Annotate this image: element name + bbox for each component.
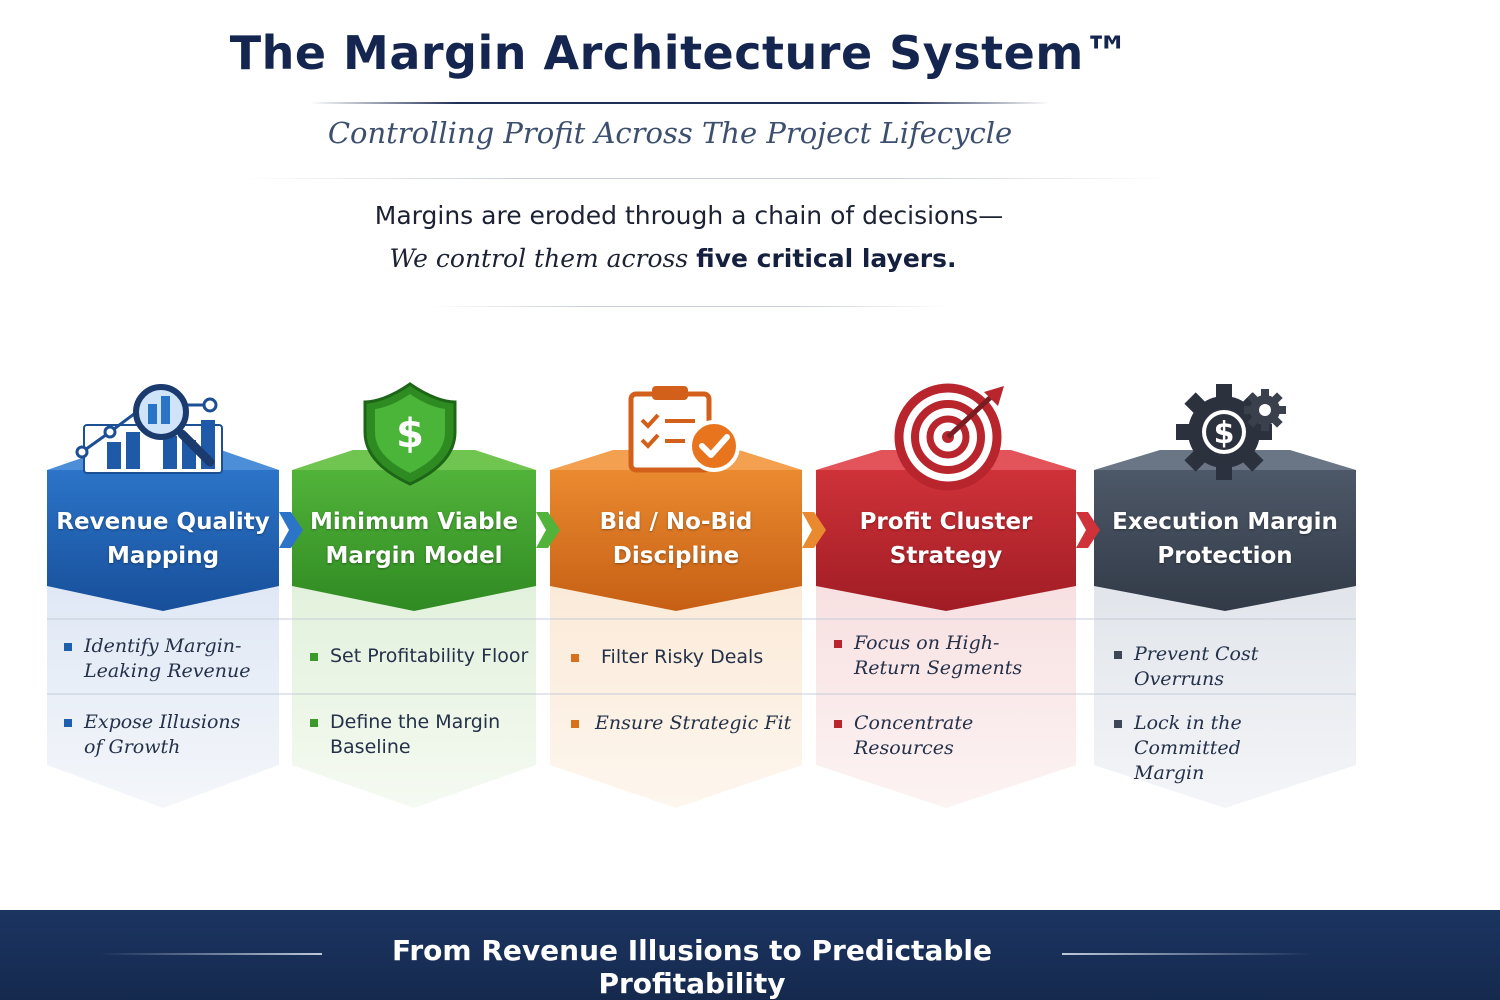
panel-execution-margin bbox=[1094, 585, 1356, 808]
magnifier-chart-icon bbox=[75, 384, 223, 474]
layer-title-line: Bid / No-Bid bbox=[599, 509, 753, 535]
square-bullet-icon bbox=[310, 653, 318, 661]
bullet-item: Set Profitability Floor bbox=[310, 644, 532, 669]
box-minimum-viable bbox=[292, 450, 536, 611]
bullet-item: Ensure Strategic Fit bbox=[571, 711, 796, 736]
layer-title-line: Revenue Quality bbox=[56, 509, 270, 535]
page-subtitle: Controlling Profit Across The Project Li… bbox=[327, 116, 1013, 150]
footer-tagline: From Revenue Illusions to Predictable Pr… bbox=[392, 934, 992, 1000]
intro-italic-text: We control them across bbox=[389, 244, 689, 273]
layer-title-minimum-viable: Minimum Viable Margin Model bbox=[292, 505, 536, 573]
panel-revenue-quality bbox=[47, 585, 279, 808]
svg-text:$: $ bbox=[1214, 416, 1235, 451]
bullet-text: Concentrate Resources bbox=[854, 712, 974, 759]
layer-title-execution-margin: Execution Margin Protection bbox=[1094, 505, 1356, 573]
chevron-arrow-icon bbox=[802, 512, 826, 548]
chevron-arrow-icon bbox=[279, 512, 303, 548]
bullet-text: Filter Risky Deals bbox=[601, 646, 764, 668]
bullet-text: Lock in the Committed Margin bbox=[1134, 712, 1242, 784]
bullet-text: Focus on High-Return Segments bbox=[854, 632, 1023, 679]
layer-diagram: $ bbox=[47, 382, 1356, 808]
bullet-text: Expose Illusions of Growth bbox=[84, 711, 241, 758]
layer-title-line: Protection bbox=[1157, 543, 1293, 569]
bullet-text: Set Profitability Floor bbox=[330, 645, 529, 667]
footer-rule-left bbox=[100, 953, 322, 955]
bullet-text: Ensure Strategic Fit bbox=[595, 712, 792, 734]
square-bullet-icon bbox=[64, 719, 72, 727]
footer-banner: From Revenue Illusions to Predictable Pr… bbox=[0, 910, 1500, 1000]
page-title: The Margin Architecture System™ bbox=[229, 26, 1131, 80]
chevron-arrow-icon bbox=[1076, 512, 1100, 548]
footer-rule-right bbox=[1062, 953, 1312, 955]
layer-title-line: Profit Cluster bbox=[859, 509, 1033, 535]
intro-divider bbox=[430, 306, 950, 307]
intro-line-1: Margins are eroded through a chain of de… bbox=[374, 201, 1004, 230]
subtitle-divider bbox=[240, 178, 1170, 179]
square-bullet-icon bbox=[571, 654, 579, 662]
layer-title-bid-no-bid: Bid / No-Bid Discipline bbox=[550, 505, 802, 573]
bullet-item: Prevent Cost Overruns bbox=[1114, 642, 1350, 692]
bullet-item: Filter Risky Deals bbox=[571, 645, 793, 670]
bullet-text: Define the Margin Baseline bbox=[330, 711, 501, 758]
layer-title-line: Margin Model bbox=[325, 543, 503, 569]
square-bullet-icon bbox=[310, 719, 318, 727]
panel-bid-no-bid bbox=[550, 585, 802, 808]
chevron-arrow-icon bbox=[536, 512, 560, 548]
clipboard-check-icon bbox=[628, 386, 740, 473]
square-bullet-icon bbox=[571, 720, 579, 728]
intro-line-2: We control them across five critical lay… bbox=[0, 244, 1346, 273]
layer-panels bbox=[47, 585, 1356, 808]
bullet-item: Focus on High-Return Segments bbox=[834, 631, 1060, 681]
layer-title-profit-cluster: Profit Cluster Strategy bbox=[816, 505, 1076, 573]
bullet-text: Prevent Cost Overruns bbox=[1134, 643, 1259, 690]
bullet-item: Expose Illusions of Growth bbox=[64, 710, 264, 760]
target-arrow-icon bbox=[894, 383, 1004, 491]
bullet-item: Identify Margin-Leaking Revenue bbox=[64, 634, 264, 684]
square-bullet-icon bbox=[1114, 651, 1122, 659]
layer-title-line: Discipline bbox=[612, 543, 740, 569]
bullet-item: Concentrate Resources bbox=[834, 711, 1066, 761]
bullet-text: Identify Margin-Leaking Revenue bbox=[84, 635, 251, 682]
bullet-item: Lock in the Committed Margin bbox=[1114, 711, 1314, 786]
panel-profit-cluster bbox=[816, 585, 1076, 808]
intro-bold-text: five critical layers. bbox=[696, 244, 957, 273]
panel-minimum-viable bbox=[292, 585, 536, 808]
layer-title-line: Strategy bbox=[889, 543, 1003, 569]
title-divider bbox=[310, 102, 1050, 104]
layer-title-line: Mapping bbox=[106, 543, 220, 569]
square-bullet-icon bbox=[834, 640, 842, 648]
bullet-item: Define the Margin Baseline bbox=[310, 710, 510, 760]
square-bullet-icon bbox=[64, 643, 72, 651]
svg-text:$: $ bbox=[396, 411, 424, 457]
square-bullet-icon bbox=[1114, 720, 1122, 728]
layer-title-revenue-quality: Revenue Quality Mapping bbox=[47, 505, 279, 573]
layer-title-line: Execution Margin bbox=[1112, 509, 1338, 535]
dollar-shield-icon: $ bbox=[363, 382, 457, 486]
square-bullet-icon bbox=[834, 720, 842, 728]
layer-title-line: Minimum Viable bbox=[309, 509, 519, 535]
